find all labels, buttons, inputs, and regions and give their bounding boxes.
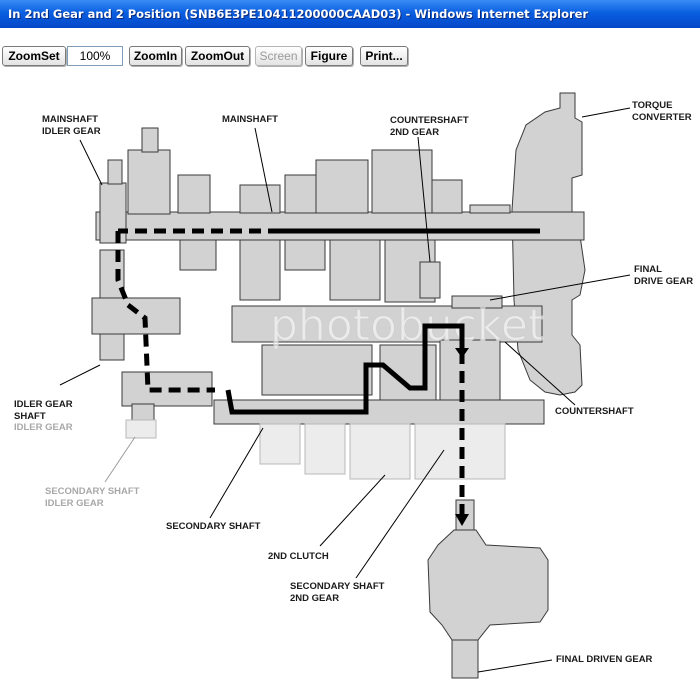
leader-secondary-2nd [355, 449, 445, 579]
ghost-gear-a [259, 423, 301, 465]
label-countershaft-2nd-1: COUNTERSHAFT [390, 115, 469, 126]
upper-gear-c [431, 179, 463, 214]
lower-clutch-drum [379, 344, 437, 402]
mainshaft-idler-hub [107, 159, 123, 185]
lower-main-gear-b [239, 239, 281, 301]
leader-torque-converter [581, 107, 631, 118]
label-secondary-shaft: SECONDARY SHAFT [166, 521, 261, 532]
label-torque-2: CONVERTER [632, 112, 692, 123]
power-flow-path [115, 228, 540, 520]
label-final-driven: FINAL DRIVEN GEAR [556, 654, 653, 665]
ghost-idler [125, 419, 157, 439]
label-secondary-idler-1: SECONDARY SHAFT [45, 486, 140, 497]
lower-main-gear-c [284, 239, 326, 271]
label-secondary-2nd-1: SECONDARY SHAFT [290, 581, 385, 592]
leader-lines [59, 107, 631, 673]
viewer-toolbar: ZoomSet 100% ZoomIn ZoomOut Screen Figur… [0, 28, 700, 83]
power-flow-dash-b [115, 231, 215, 393]
window-title: In 2nd Gear and 2 Position (SNB6E3PE1041… [8, 7, 589, 21]
label-idler-gear-gray: IDLER GEAR [14, 422, 73, 433]
lower-main-gear-a [179, 239, 217, 271]
transmission-parts [91, 92, 586, 435]
label-countershaft-2nd-2: 2ND GEAR [390, 127, 439, 138]
ghost-gear-c [349, 423, 411, 480]
transmission-diagram: photobucket MAINSHAFT IDLER GEAR MAINSHA… [0, 83, 700, 691]
leader-2nd-clutch [319, 474, 386, 547]
label-mainshaft: MAINSHAFT [222, 114, 278, 125]
upper-left-gear-top [141, 127, 159, 153]
label-mainshaft-idler-1: MAINSHAFT [42, 114, 98, 125]
label-torque-1: TORQUE [632, 100, 672, 111]
upper-left-gear-stack [127, 149, 171, 215]
differential-housing [427, 529, 549, 641]
upper-gear-a [239, 184, 281, 214]
photobucket-watermark: photobucket [270, 300, 545, 351]
zoomset-button[interactable]: ZoomSet [2, 46, 66, 66]
zoomin-button[interactable]: ZoomIn [129, 46, 182, 66]
leader-mainshaft [254, 127, 273, 213]
flow-arrow-bottom [455, 514, 469, 526]
leader-secondary-idler [104, 436, 136, 483]
figure-button[interactable]: Figure [305, 46, 353, 66]
flow-arrows [455, 348, 469, 526]
label-final-drive-1: FINAL [634, 264, 662, 275]
label-mainshaft-idler-2: IDLER GEAR [42, 126, 101, 137]
mainshaft-idler-gear [99, 182, 127, 244]
leader-final-drive [489, 274, 631, 301]
upper-gear-d [469, 204, 511, 214]
leader-secondary-shaft [209, 427, 264, 519]
secondary-shaft-ghost-gears [125, 419, 506, 480]
leader-idler-gear-shaft [59, 364, 101, 386]
final-driven-gear [451, 639, 479, 679]
print-button[interactable]: Print... [360, 46, 408, 66]
final-drive-gear [451, 295, 503, 309]
label-secondary-2nd-2: 2ND GEAR [290, 593, 339, 604]
label-idler-shaft-2: SHAFT [14, 411, 46, 422]
zoomout-button[interactable]: ZoomOut [185, 46, 250, 66]
label-final-drive-2: DRIVE GEAR [634, 276, 693, 287]
flow-arrow-down [455, 348, 469, 358]
zoom-level-field[interactable]: 100% [67, 46, 123, 66]
leader-countershaft [504, 341, 576, 406]
upper-clutch-pack [315, 159, 369, 214]
label-countershaft: COUNTERSHAFT [555, 406, 634, 417]
countershaft-body [231, 305, 543, 343]
idler-gear-body [91, 297, 181, 335]
label-secondary-idler-2: IDLER GEAR [45, 498, 104, 509]
label-second-clutch: 2ND CLUTCH [268, 551, 329, 562]
lower-clutch-pack [261, 344, 373, 396]
ghost-gear-b [304, 423, 346, 475]
transmission-diagram-svg: photobucket MAINSHAFT IDLER GEAR MAINSHA… [14, 92, 693, 679]
window-title-bar: In 2nd Gear and 2 Position (SNB6E3PE1041… [0, 0, 700, 28]
upper-clutch-drum [371, 149, 433, 214]
upper-mid-gear [177, 174, 211, 214]
screen-button[interactable]: Screen [255, 46, 302, 66]
leader-mainshaft-idler [79, 139, 103, 186]
leader-countershaft-2nd [417, 136, 431, 263]
label-idler-shaft-1: IDLER GEAR [14, 399, 73, 410]
countershaft-2nd-gear [419, 261, 441, 299]
lower-main-clutch [329, 239, 381, 301]
leader-final-driven [477, 659, 553, 673]
final-driven-assembly [427, 499, 549, 679]
power-flow-solid-b [225, 323, 465, 415]
mainshaft-body [95, 211, 585, 241]
